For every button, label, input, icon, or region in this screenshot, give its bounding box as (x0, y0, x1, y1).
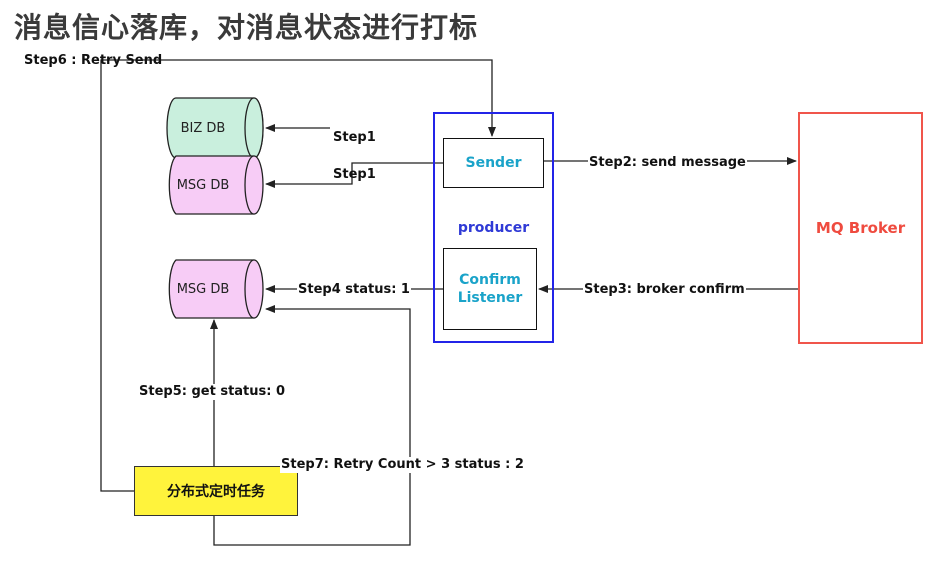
msg-db-top-label: MSG DB (176, 178, 230, 193)
page-title: 消息信心落库，对消息状态进行打标 (14, 11, 479, 44)
biz-db-label: BIZ DB (180, 121, 226, 136)
step7-arrow (213, 305, 411, 546)
step6-label: Step6 : Retry Send (24, 53, 163, 68)
step4-label: Step4 status: 1 (297, 282, 411, 298)
sender-node: Sender (443, 138, 544, 188)
step1-msg-arrow (265, 162, 443, 188)
producer-label: producer (457, 220, 530, 236)
msg-db-bottom-label: MSG DB (176, 282, 230, 297)
step1-msg-label: Step1 (333, 167, 376, 182)
producer-frame (433, 112, 554, 343)
scheduled-task-node: 分布式定时任务 (134, 466, 298, 516)
step7-label: Step7: Retry Count > 3 status : 2 (280, 457, 525, 473)
msg-db-bottom-cylinder (168, 259, 264, 319)
confirm-listener-node: Confirm Listener (443, 248, 537, 330)
step1-biz-label: Step1 (333, 130, 376, 145)
step3-label: Step3: broker confirm (583, 282, 746, 298)
msg-db-top-cylinder (168, 155, 264, 215)
step5-label: Step5: get status: 0 (139, 384, 286, 400)
step2-label: Step2: send message (588, 155, 747, 171)
step6-retry-arrow (100, 59, 496, 492)
mq-broker-node: MQ Broker (798, 112, 923, 344)
